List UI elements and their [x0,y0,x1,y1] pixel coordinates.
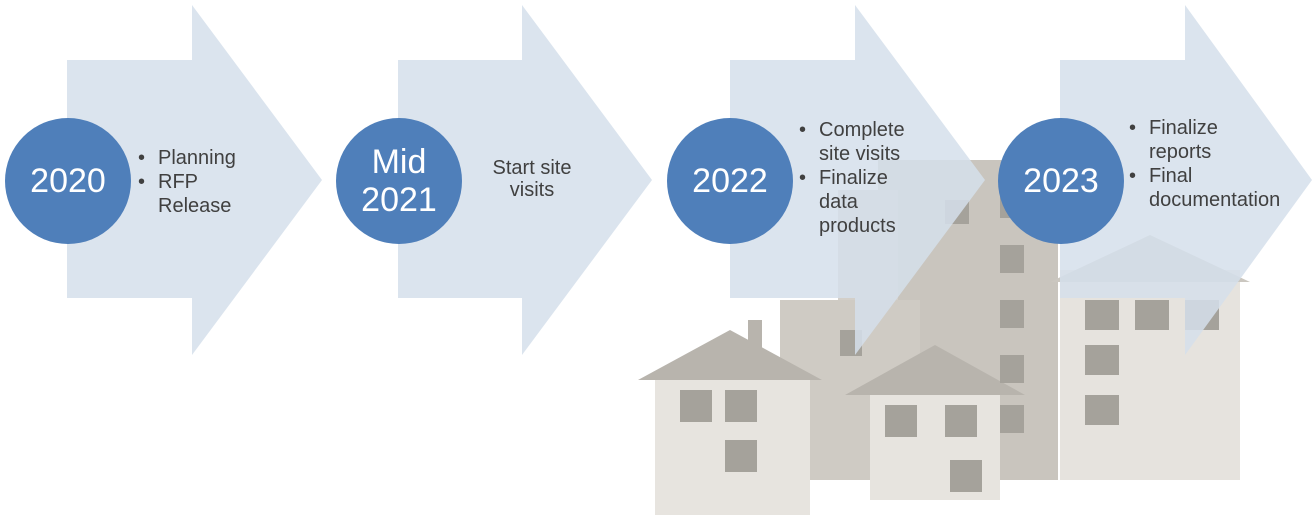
bullet-item: Final documentation [1127,164,1280,212]
bullet-item: Planning [136,146,276,170]
milestone-year-label-line2: 2021 [361,181,437,219]
milestone-text-line: visits [509,179,555,201]
milestone-2022-circle: 2022 [667,118,793,244]
milestone-year-label: 2020 [30,162,106,200]
bullet-item: Finalize reports [1127,116,1251,164]
milestone-mid-2021-text: Start site visits [472,157,592,201]
milestone-year-label-line1: Mid [371,143,427,181]
milestone-year-label: 2023 [1023,162,1099,200]
milestone-year-label: 2022 [692,162,768,200]
milestone-2023-bullets: Finalize reports Final documentation [1127,116,1280,212]
milestone-mid-2021-circle: Mid 2021 [336,118,462,244]
milestone-2020-bullets: Planning RFP Release [136,146,276,218]
milestone-2022-bullets: Complete site visits Finalize data produ… [797,118,927,238]
milestone-2023-circle: 2023 [998,118,1124,244]
bullet-item: Complete site visits [797,118,927,166]
milestone-2020-circle: 2020 [5,118,131,244]
arrow-2021 [398,5,652,355]
bullet-item: Finalize data products [797,166,927,238]
milestone-text-line: Start site [492,157,572,179]
bullet-item: RFP Release [136,170,248,218]
